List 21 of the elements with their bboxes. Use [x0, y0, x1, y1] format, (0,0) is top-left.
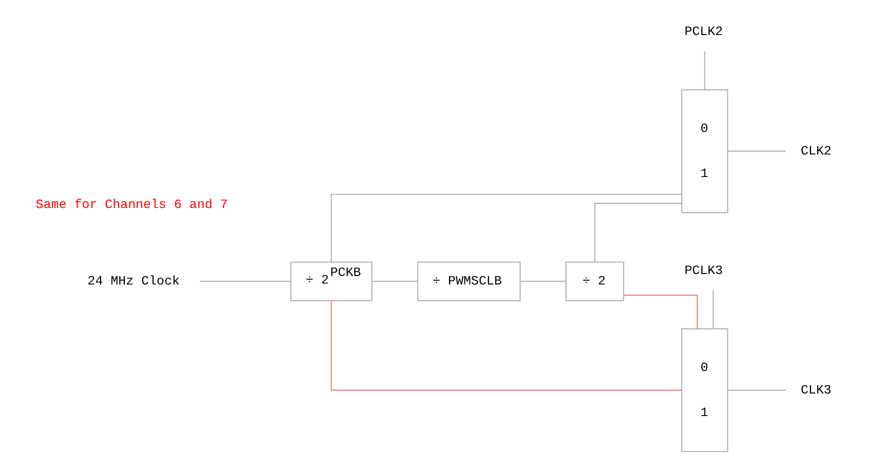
connector [594, 202, 681, 262]
node-text: PCLK3 [684, 262, 722, 278]
node-box: 0 1 [680, 328, 728, 452]
connector [371, 280, 417, 282]
connector [727, 390, 786, 391]
connector [520, 280, 566, 282]
node-box: ÷ PWMSCLB [416, 262, 520, 302]
connector [704, 51, 705, 90]
node-text: 24 MHz Clock [87, 274, 180, 289]
connector [712, 290, 714, 329]
node-box: 0 1 [680, 89, 728, 214]
node-text: CLK3 [800, 382, 831, 398]
connector [727, 150, 786, 152]
connector [330, 194, 682, 262]
connector [330, 300, 682, 391]
connector [623, 294, 698, 329]
node-text: CLK2 [800, 143, 831, 158]
node-text: PCLK2 [684, 24, 722, 40]
connector [199, 280, 290, 282]
label: Same for Channels 6 and 7 [35, 196, 228, 212]
node-box: ÷ 2 [564, 262, 624, 302]
